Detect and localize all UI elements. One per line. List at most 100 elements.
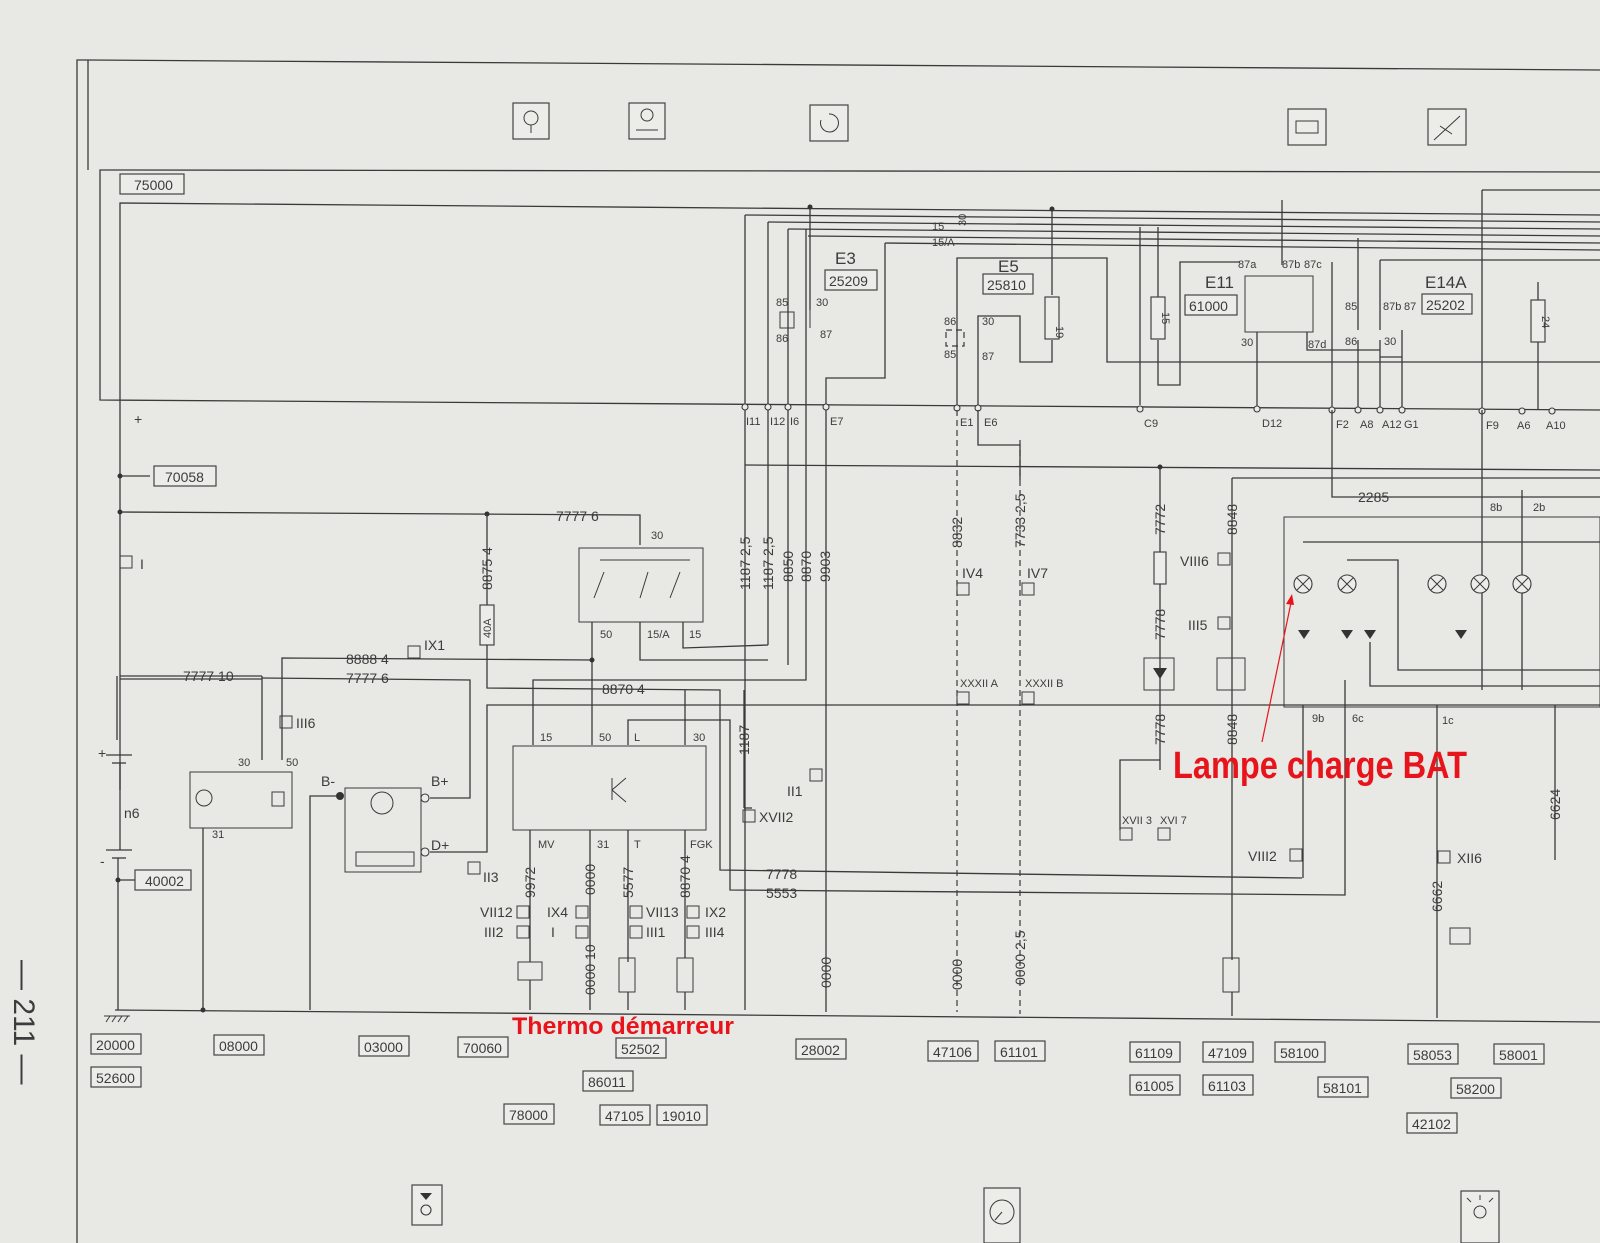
wire-number: 6624 [1547,789,1563,820]
pin-label: G1 [1404,419,1419,431]
terminal-label: 30 [693,732,705,744]
connector-label: XVII 3 [1122,815,1152,827]
pin-label: A12 [1382,419,1402,431]
pin-label: 85 [944,349,956,361]
pin-label: E6 [984,417,997,429]
relay-code: 25209 [829,273,868,289]
sensor [676,957,694,993]
pin-label: E1 [960,417,973,429]
annotations: Lampe charge BAT Thermo démarreur [512,594,1467,1040]
component-code: 58101 [1323,1080,1362,1096]
pin-label: 86 [944,316,956,328]
component-code: 47109 [1208,1045,1247,1061]
lamp-icon [1427,574,1447,594]
wire-number: 8848 [1224,504,1240,535]
oil-pressure-icon [512,102,550,140]
terminal-label: D+ [431,837,449,853]
pin-label: E7 [830,416,843,428]
page-frame [76,59,1600,1243]
generator-icon [370,791,394,815]
wire-number: 1187 [736,725,752,755]
sender [1222,957,1240,993]
connector-label: III2 [484,924,504,940]
wire-number: 0000 10 [582,944,598,995]
terminal-label: 6c [1352,713,1364,725]
wire-number: 5577 [620,867,636,898]
lamp-icon [1470,574,1490,594]
component-code: 52502 [621,1041,660,1057]
connector-label: XVII2 [759,809,793,825]
component-code: 47106 [933,1044,972,1060]
pin-label: 86 [1345,336,1357,348]
terminal-label: B+ [431,773,449,789]
rev-counter-icon [809,104,849,142]
wire-number: 7772 [1152,504,1168,535]
pin-label: A6 [1517,420,1530,432]
relay-code: 61000 [1189,298,1228,314]
busbar-label-30: 30 [957,214,969,226]
terminal-label: T [634,839,641,851]
pin-label: 85 [1345,301,1357,313]
connector-label: III6 [296,715,316,731]
battery-charge-lamp-icon [1293,574,1313,594]
terminal-label: 1c [1442,715,1454,727]
relay-code: 25202 [1426,297,1465,313]
wire-number: 2285 [1358,489,1389,505]
wire-number: 0000 [949,959,965,990]
fuse-19: 19 [1044,296,1065,340]
component-code: 70058 [165,469,204,485]
terminal-label: MV [538,839,555,851]
connector-label: XII6 [1457,850,1482,866]
light-icon [1460,1190,1500,1243]
main-wiring [104,229,1600,1023]
connector-label: VII12 [480,904,513,920]
wire-number: 7778 [766,866,797,882]
busbar-label-15a: 15/A [932,237,955,249]
terminal-label: + [134,411,142,427]
lamp-icon [1512,574,1532,594]
diode-module [1143,657,1175,691]
lamp-icon [1337,574,1357,594]
wire-number: 8875 4 [479,547,495,590]
wire-number: 6662 [1429,881,1445,912]
pin-label: 87 [820,329,832,341]
wire-number: 7777 10 [183,668,234,684]
component-code: 58100 [1280,1045,1319,1061]
terminal-label: 50 [286,757,298,769]
connector-label: III4 [705,924,725,940]
wire-number: 8870 4 [677,855,693,898]
connector-label: IV7 [1027,565,1048,581]
connector-label: XXXII A [960,678,999,690]
connector-label: III5 [1188,617,1208,633]
wire-number: 8850 [780,551,796,582]
pin-label: 87 [1404,301,1416,313]
wire-number: 8888 4 [346,651,389,667]
connector-markers: I IX1 III6 II3 VII12 III2 IX4 I VII13 II… [119,552,1482,940]
terminal-label: 30 [238,757,250,769]
pin-label: 87b [1282,259,1300,271]
relay-e11: E11 61000 87a 87b 87c 30 87d [1157,259,1380,410]
engine-control-module [512,745,707,831]
component-code: 61103 [1208,1078,1246,1094]
diode-lamp-icon [411,1184,443,1226]
bottom-icons [411,1184,1500,1243]
wire-number: 8848 [1224,714,1240,745]
terminal-label: 15 [689,629,701,641]
wire-number: 7777 6 [346,670,389,686]
warning-lamps [1153,574,1532,679]
pin-label: 30 [1241,337,1253,349]
terminal-label: 2b [1533,502,1545,514]
component-code: 78000 [509,1107,548,1123]
component-code: 03000 [364,1039,403,1055]
terminal-label: 31 [212,829,224,841]
pin-label: I6 [790,416,799,428]
wire-number: 7778 [1152,714,1168,745]
ignition-switch [578,547,704,623]
wire-number: 1187 2,5 [737,536,753,590]
relay-e14a: E14A 25202 85 86 87b 87 30 [1345,273,1473,410]
terminal-label: 15/A [647,629,670,641]
connector-label: XVI 7 [1160,815,1187,827]
connector-label: I [140,556,144,572]
fusebox-code-box [119,173,185,195]
pin-label: 30 [982,316,994,328]
